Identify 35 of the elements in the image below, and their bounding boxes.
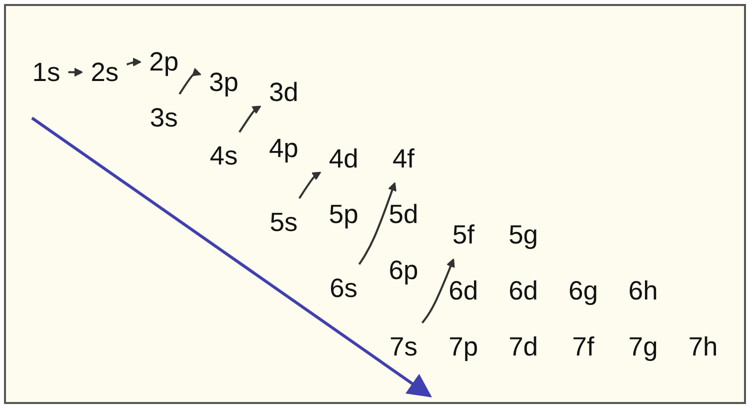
node-text: 4p (268, 132, 298, 163)
node-text: 2p (149, 46, 179, 76)
node-text: 7f (572, 330, 594, 362)
arrow (421, 258, 455, 324)
node-text: 7p (448, 330, 478, 362)
node-text: 4s (210, 140, 238, 170)
node-text: 3s (150, 102, 178, 132)
node-text: 5g (508, 218, 538, 250)
node-text: 5p (328, 198, 358, 229)
node-text: 3d (268, 76, 298, 107)
node-text: 6d (448, 274, 478, 306)
node-text: 1s (32, 56, 60, 87)
node-text: 5f (452, 218, 474, 250)
node-text: 2s (90, 56, 119, 87)
arrow (68, 67, 83, 76)
arrow (238, 105, 262, 132)
node-text: 4f (392, 142, 415, 173)
node-text: 7g (628, 330, 658, 362)
node-text: 6h (628, 274, 658, 306)
node-text: 5s (270, 206, 298, 237)
node-text: 5d (388, 198, 418, 229)
arrow (358, 182, 396, 265)
node-text: 3p (209, 66, 238, 97)
node-text: 7s (390, 330, 418, 362)
node-text: 6p (388, 254, 418, 285)
arrow (178, 67, 202, 94)
node-text: 6d (508, 274, 538, 306)
node-text: 6g (568, 274, 598, 306)
node-text: 7h (688, 330, 718, 362)
node-text: 6s (330, 272, 358, 303)
node-text: 7d (508, 330, 538, 362)
arrow (126, 57, 142, 66)
diagram-background: 1s 2s 2p 3s 3p 3d 4s 4p 4d 4f 5s 5p 5d 5f 5g 6s 6p 6d 6d 6g 6h 7s 7p 7d 7f 7g 7h (4, 4, 746, 404)
node-text: 4d (328, 142, 358, 173)
arrow (298, 171, 322, 198)
